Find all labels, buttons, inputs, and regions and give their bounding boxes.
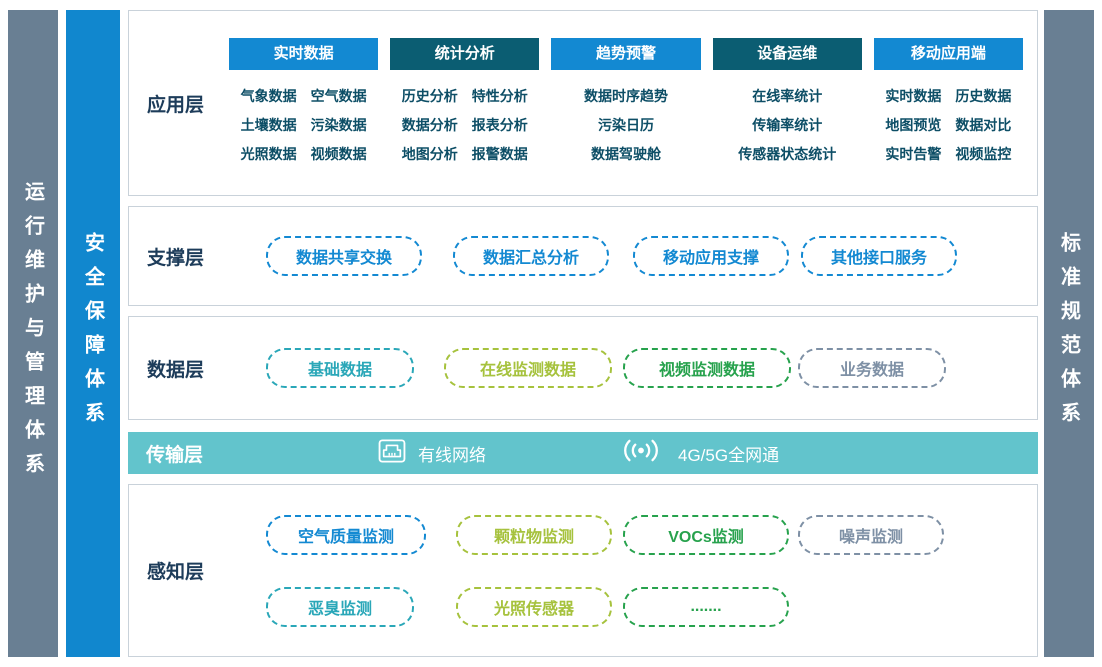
transport-item-wired: 有线网络 [378, 438, 486, 468]
perception-chips: 空气质量监测 颗粒物监测 VOCs监测 噪声监测 恶臭监测 光照传感器 ....… [229, 514, 1037, 627]
app-column-device-ops: 设备运维 在线率统计 传输率统计 传感器状态统计 [712, 37, 862, 169]
app-column-row: 地图预览 数据对比 [885, 116, 1012, 133]
pillar-operations-maintenance: 运行维护与管理体系 [8, 10, 58, 657]
support-chip-data-summary: 数据汇总分析 [453, 236, 609, 276]
pillar-standards-system: 标准规范体系 [1044, 10, 1094, 657]
data-chip-video-monitoring: 视频监测数据 [623, 348, 791, 388]
app-column-row: 实时数据 历史数据 [885, 87, 1012, 104]
support-chips: 数据共享交换 数据汇总分析 移动应用支撑 其他接口服务 [229, 236, 1037, 276]
application-columns: 实时数据 气象数据 空气数据 土壤数据 污染数据 光照数据 视频数据 统计分析 … [229, 37, 1037, 169]
support-chip-mobile-support: 移动应用支撑 [633, 236, 789, 276]
app-column-row: 土壤数据 污染数据 [240, 116, 367, 133]
app-column-row: 气象数据 空气数据 [240, 87, 367, 104]
support-layer-label: 支撑层 [147, 247, 205, 269]
app-column-mobile-app: 移动应用端 实时数据 历史数据 地图预览 数据对比 实时告警 视频监控 [873, 37, 1024, 169]
data-layer-label: 数据层 [147, 359, 205, 381]
application-layer-label: 应用层 [147, 94, 205, 116]
app-column-row: 实时告警 视频监控 [885, 145, 1012, 162]
app-column-header: 设备运维 [712, 37, 862, 70]
app-column-trend-warning: 趋势预警 数据时序趋势 污染日历 数据驾驶舱 [551, 37, 701, 169]
app-column-row: 光照数据 视频数据 [240, 145, 367, 162]
app-column-header: 趋势预警 [551, 37, 701, 70]
perception-chip-more: ....... [623, 586, 789, 627]
perception-chip-vocs: VOCs监测 [623, 514, 789, 555]
app-column-row: 在线率统计 [752, 87, 823, 104]
app-column-row: 数据时序趋势 [584, 87, 668, 104]
app-column-row: 数据驾驶舱 [591, 145, 661, 162]
wireless-signal-icon [616, 438, 666, 468]
data-chip-online-monitoring: 在线监测数据 [444, 348, 612, 388]
architecture-stack: 应用层 实时数据 气象数据 空气数据 土壤数据 污染数据 光照数据 视频数据 统… [128, 10, 1038, 657]
app-column-realtime-data: 实时数据 气象数据 空气数据 土壤数据 污染数据 光照数据 视频数据 [229, 37, 379, 169]
app-column-row: 传感器状态统计 [738, 145, 837, 162]
perception-chip-light-sensor: 光照传感器 [456, 586, 612, 627]
perception-chip-noise: 噪声监测 [798, 514, 944, 555]
perception-row-1: 空气质量监测 颗粒物监测 VOCs监测 噪声监测 [229, 514, 1037, 555]
app-column-statistics: 统计分析 历史分析 特性分析 数据分析 报表分析 地图分析 报警数据 [390, 37, 540, 169]
perception-chip-odor: 恶臭监测 [266, 586, 414, 627]
app-column-header: 实时数据 [229, 37, 379, 70]
app-column-header: 移动应用端 [873, 37, 1024, 70]
app-column-row: 传输率统计 [752, 116, 823, 133]
app-column-row: 地图分析 报警数据 [401, 145, 528, 162]
perception-chip-particulate: 颗粒物监测 [456, 514, 612, 555]
layer-data: 数据层 基础数据 在线监测数据 视频监测数据 业务数据 [128, 316, 1038, 420]
wired-network-icon [378, 438, 406, 468]
layer-application: 应用层 实时数据 气象数据 空气数据 土壤数据 污染数据 光照数据 视频数据 统… [128, 10, 1038, 196]
data-chip-basic-data: 基础数据 [266, 348, 414, 388]
support-chip-other-interfaces: 其他接口服务 [801, 236, 957, 276]
layer-support: 支撑层 数据共享交换 数据汇总分析 移动应用支撑 其他接口服务 [128, 206, 1038, 306]
pillar-operations-label: 运行维护与管理体系 [21, 180, 44, 487]
pillar-standards-label: 标准规范体系 [1057, 231, 1080, 436]
app-column-row: 历史分析 特性分析 [401, 87, 528, 104]
transport-item-wireless: 4G/5G全网通 [616, 438, 779, 468]
layer-transport: 传输层 有线网络 4G/5G全网通 [128, 432, 1038, 474]
transport-item-label: 有线网络 [418, 445, 486, 465]
app-column-header: 统计分析 [390, 37, 540, 70]
transport-item-label: 4G/5G全网通 [678, 445, 780, 465]
data-chip-business-data: 业务数据 [798, 348, 946, 388]
pillar-security-label: 安全保障体系 [81, 231, 104, 436]
support-chip-data-sharing: 数据共享交换 [266, 236, 422, 276]
data-chips: 基础数据 在线监测数据 视频监测数据 业务数据 [229, 348, 1037, 388]
perception-row-2: 恶臭监测 光照传感器 ....... [229, 586, 1037, 627]
app-column-row: 数据分析 报表分析 [401, 116, 528, 133]
pillar-security-system: 安全保障体系 [66, 10, 120, 657]
app-column-row: 污染日历 [598, 116, 654, 133]
transport-layer-label: 传输层 [146, 444, 204, 466]
perception-chip-air-quality: 空气质量监测 [266, 514, 426, 555]
perception-layer-label: 感知层 [147, 562, 205, 583]
layer-perception: 感知层 空气质量监测 颗粒物监测 VOCs监测 噪声监测 恶臭监测 光照传感器 … [128, 484, 1038, 657]
